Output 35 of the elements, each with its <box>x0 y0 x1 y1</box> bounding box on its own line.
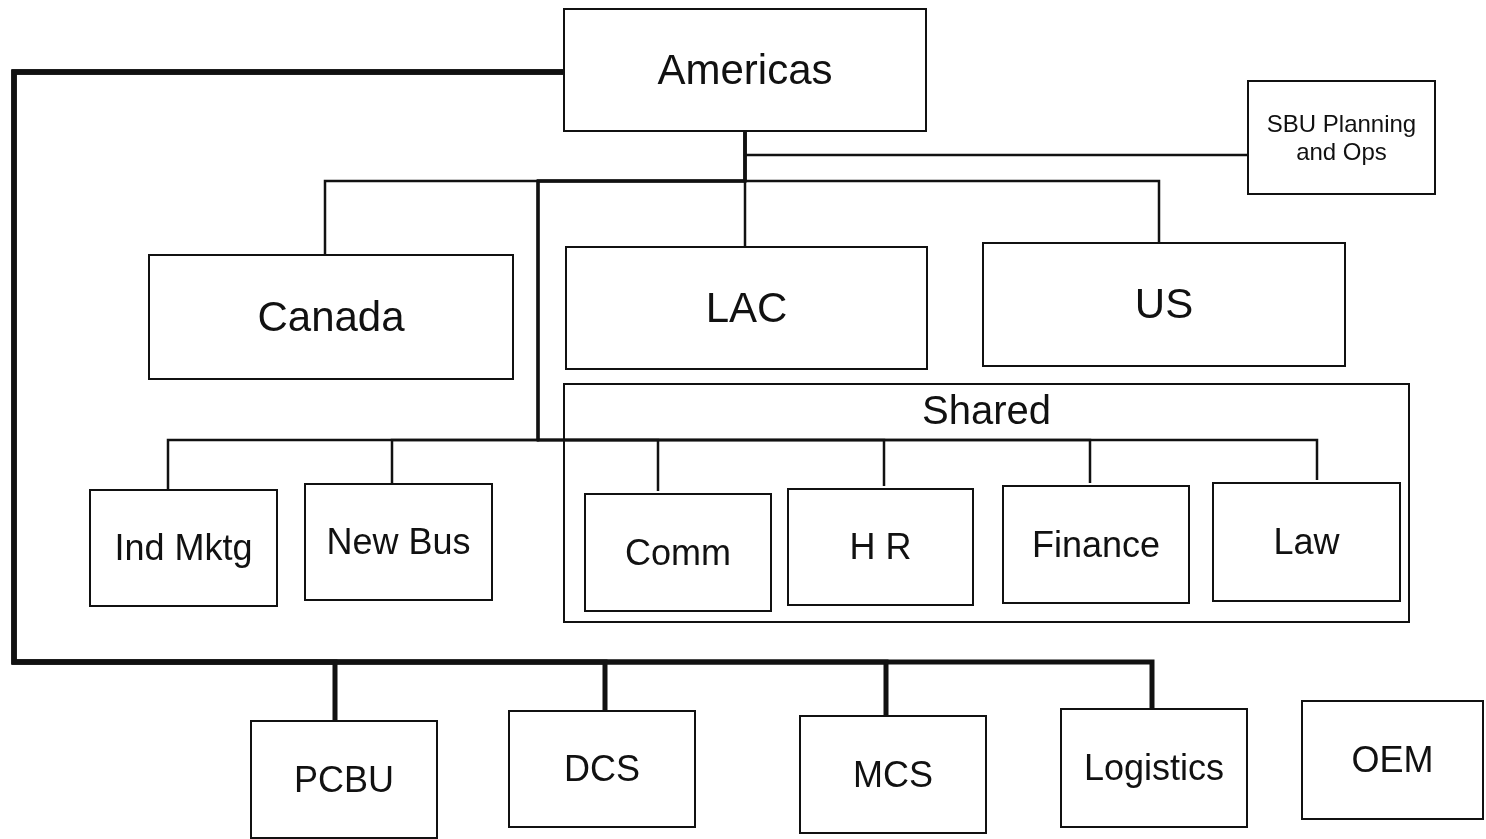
unit-box <box>508 710 696 828</box>
unit-box <box>148 254 514 380</box>
unit-label: OEM <box>1351 739 1434 781</box>
unit-label: PCBU <box>294 758 394 801</box>
unit-box <box>89 489 278 607</box>
unit-box <box>1301 700 1484 820</box>
group-box <box>563 383 1410 623</box>
unit-box <box>250 720 438 839</box>
unit-label: US <box>1134 280 1194 329</box>
unit-label: Canada <box>257 292 405 342</box>
unit-label: New Bus <box>326 521 471 563</box>
unit-box <box>1247 80 1436 195</box>
unit-label: Ind Mktg <box>114 527 253 569</box>
unit-label: Law <box>1273 521 1340 563</box>
unit-box <box>563 8 927 132</box>
unit-label: Comm <box>625 531 731 574</box>
connector-line <box>11 69 1155 708</box>
unit-box <box>787 488 974 606</box>
unit-box <box>1002 485 1190 604</box>
unit-box <box>1212 482 1401 602</box>
unit-box <box>982 242 1346 367</box>
unit-box <box>584 493 772 612</box>
group-heading: Shared <box>921 387 1052 433</box>
unit-box <box>565 246 928 370</box>
unit-label: SBU Planning and Ops <box>1265 109 1418 166</box>
unit-label: LAC <box>705 283 788 333</box>
unit-label: Logistics <box>1083 747 1225 789</box>
unit-label: MCS <box>853 753 933 796</box>
unit-box <box>304 483 493 601</box>
unit-label: H R <box>849 526 912 568</box>
unit-box <box>1060 708 1248 828</box>
unit-label: DCS <box>564 748 640 790</box>
unit-label: Americas <box>657 45 833 95</box>
unit-box <box>799 715 987 834</box>
unit-label: Finance <box>1031 523 1161 566</box>
